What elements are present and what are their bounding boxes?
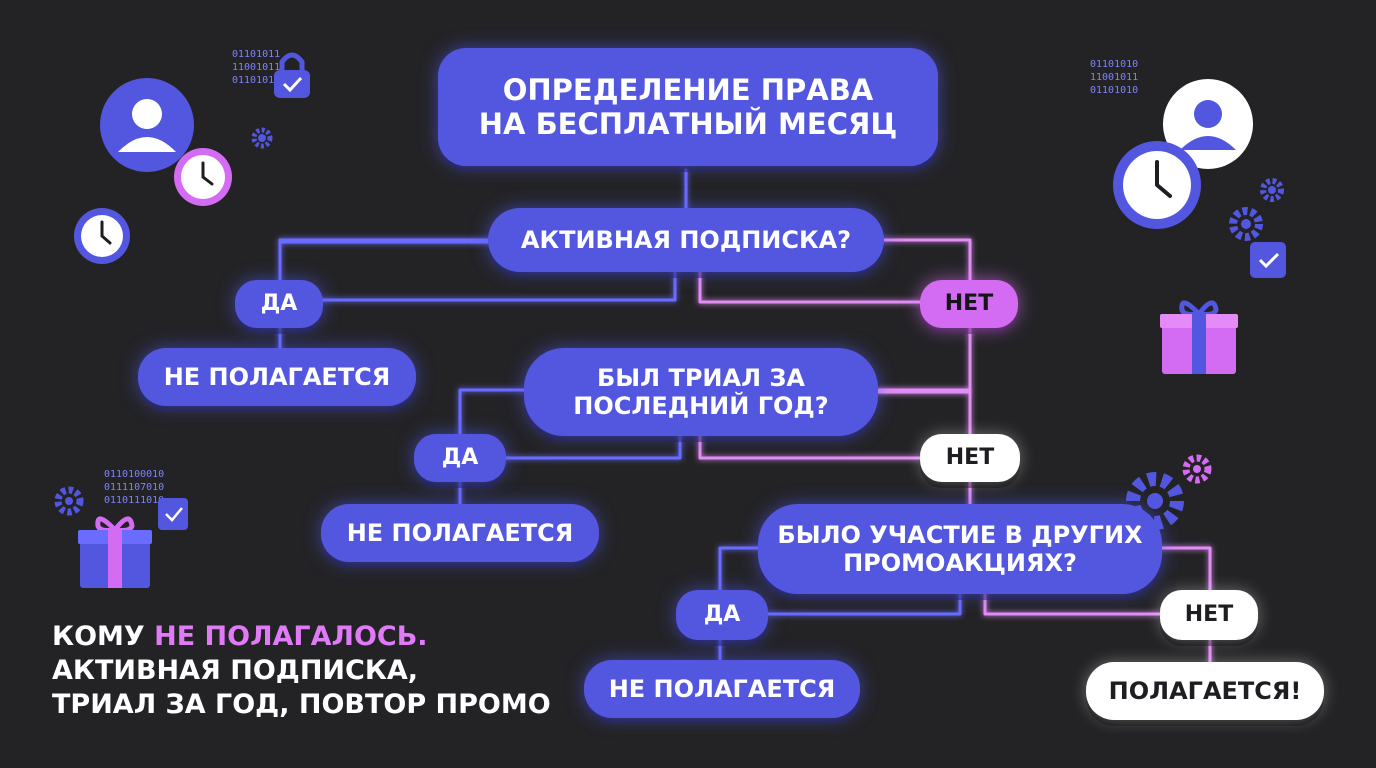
result-text: Не полагается xyxy=(608,674,836,703)
connector-q1-no xyxy=(698,238,972,392)
answer-text: Да xyxy=(441,445,479,471)
result-text: Не полагается xyxy=(163,362,391,391)
gear-icon xyxy=(1260,178,1284,202)
clock-icon xyxy=(1113,141,1201,229)
gear-icon xyxy=(1126,472,1184,530)
result-text: Полагается! xyxy=(1108,676,1302,705)
question-trial-last-year: Был триал за последний год? xyxy=(524,348,878,436)
result-granted: Полагается! xyxy=(1086,662,1324,720)
user-icon xyxy=(1163,79,1253,169)
result-denied-2: Не полагается xyxy=(321,504,599,562)
question-text: Активная подписка? xyxy=(520,225,852,254)
connector-q2-yes xyxy=(458,388,682,508)
gear-icon xyxy=(54,486,84,516)
clock-icon xyxy=(174,148,232,206)
diagram-title-text: Определение права на бесплатный месяц xyxy=(478,72,898,141)
footer-line-3: триал за год, повтор промо xyxy=(52,689,551,721)
footer-line-1-start: Кому xyxy=(52,621,155,652)
diagram-title: Определение права на бесплатный месяц xyxy=(438,48,938,166)
answer-text: Нет xyxy=(944,291,994,317)
result-text: Не полагается xyxy=(346,518,574,547)
footer-highlight: не полагалось. xyxy=(154,621,428,652)
gift-icon xyxy=(78,516,152,588)
question-text: Было участие в других промоакциях? xyxy=(777,520,1143,577)
answer-yes-1: Да xyxy=(235,280,323,328)
result-denied-3: Не полагается xyxy=(584,660,860,718)
footer-caption: Кому не полагалось. Активная подписка, т… xyxy=(52,620,551,722)
gear-icon xyxy=(1229,207,1263,241)
answer-no-2: Нет xyxy=(920,434,1020,482)
answer-yes-2: Да xyxy=(414,434,506,482)
result-denied-1: Не полагается xyxy=(138,348,416,406)
answer-no-1: Нет xyxy=(920,280,1018,328)
answer-text: Нет xyxy=(1184,602,1234,628)
answer-yes-3: Да xyxy=(676,590,768,640)
question-text: Был триал за последний год? xyxy=(573,363,829,420)
document-icon xyxy=(1250,242,1286,278)
binary-decor-bottom-left: 0110100010 0111107010 0110111010 xyxy=(104,469,165,506)
connector-q3-yes xyxy=(718,546,962,662)
footer-line-2: Активная подписка, xyxy=(52,655,419,687)
answer-text: Да xyxy=(260,291,298,317)
lock-icon xyxy=(274,52,310,98)
question-active-subscription: Активная подписка? xyxy=(488,208,884,272)
gear-icon xyxy=(1182,454,1212,484)
question-other-promos: Было участие в других промоакциях? xyxy=(758,504,1162,594)
binary-decor-top-right: 01101010 11001011 01101010 xyxy=(1090,59,1139,96)
gear-icon xyxy=(251,127,273,149)
connector-q2-no xyxy=(698,390,972,508)
footer-line-1: Кому не полагалось. xyxy=(52,620,551,654)
binary-decor-top-left: 01101011 11001011 01101010 xyxy=(232,49,281,86)
clock-icon xyxy=(74,208,130,264)
document-icon xyxy=(158,498,188,530)
answer-text: Да xyxy=(703,602,741,628)
answer-no-3: Нет xyxy=(1160,590,1258,640)
connector-q1-yes-left xyxy=(278,238,492,352)
user-icon xyxy=(100,78,194,172)
connector-q3-no xyxy=(983,546,1212,666)
gift-icon xyxy=(1160,300,1238,374)
answer-text: Нет xyxy=(945,445,995,471)
